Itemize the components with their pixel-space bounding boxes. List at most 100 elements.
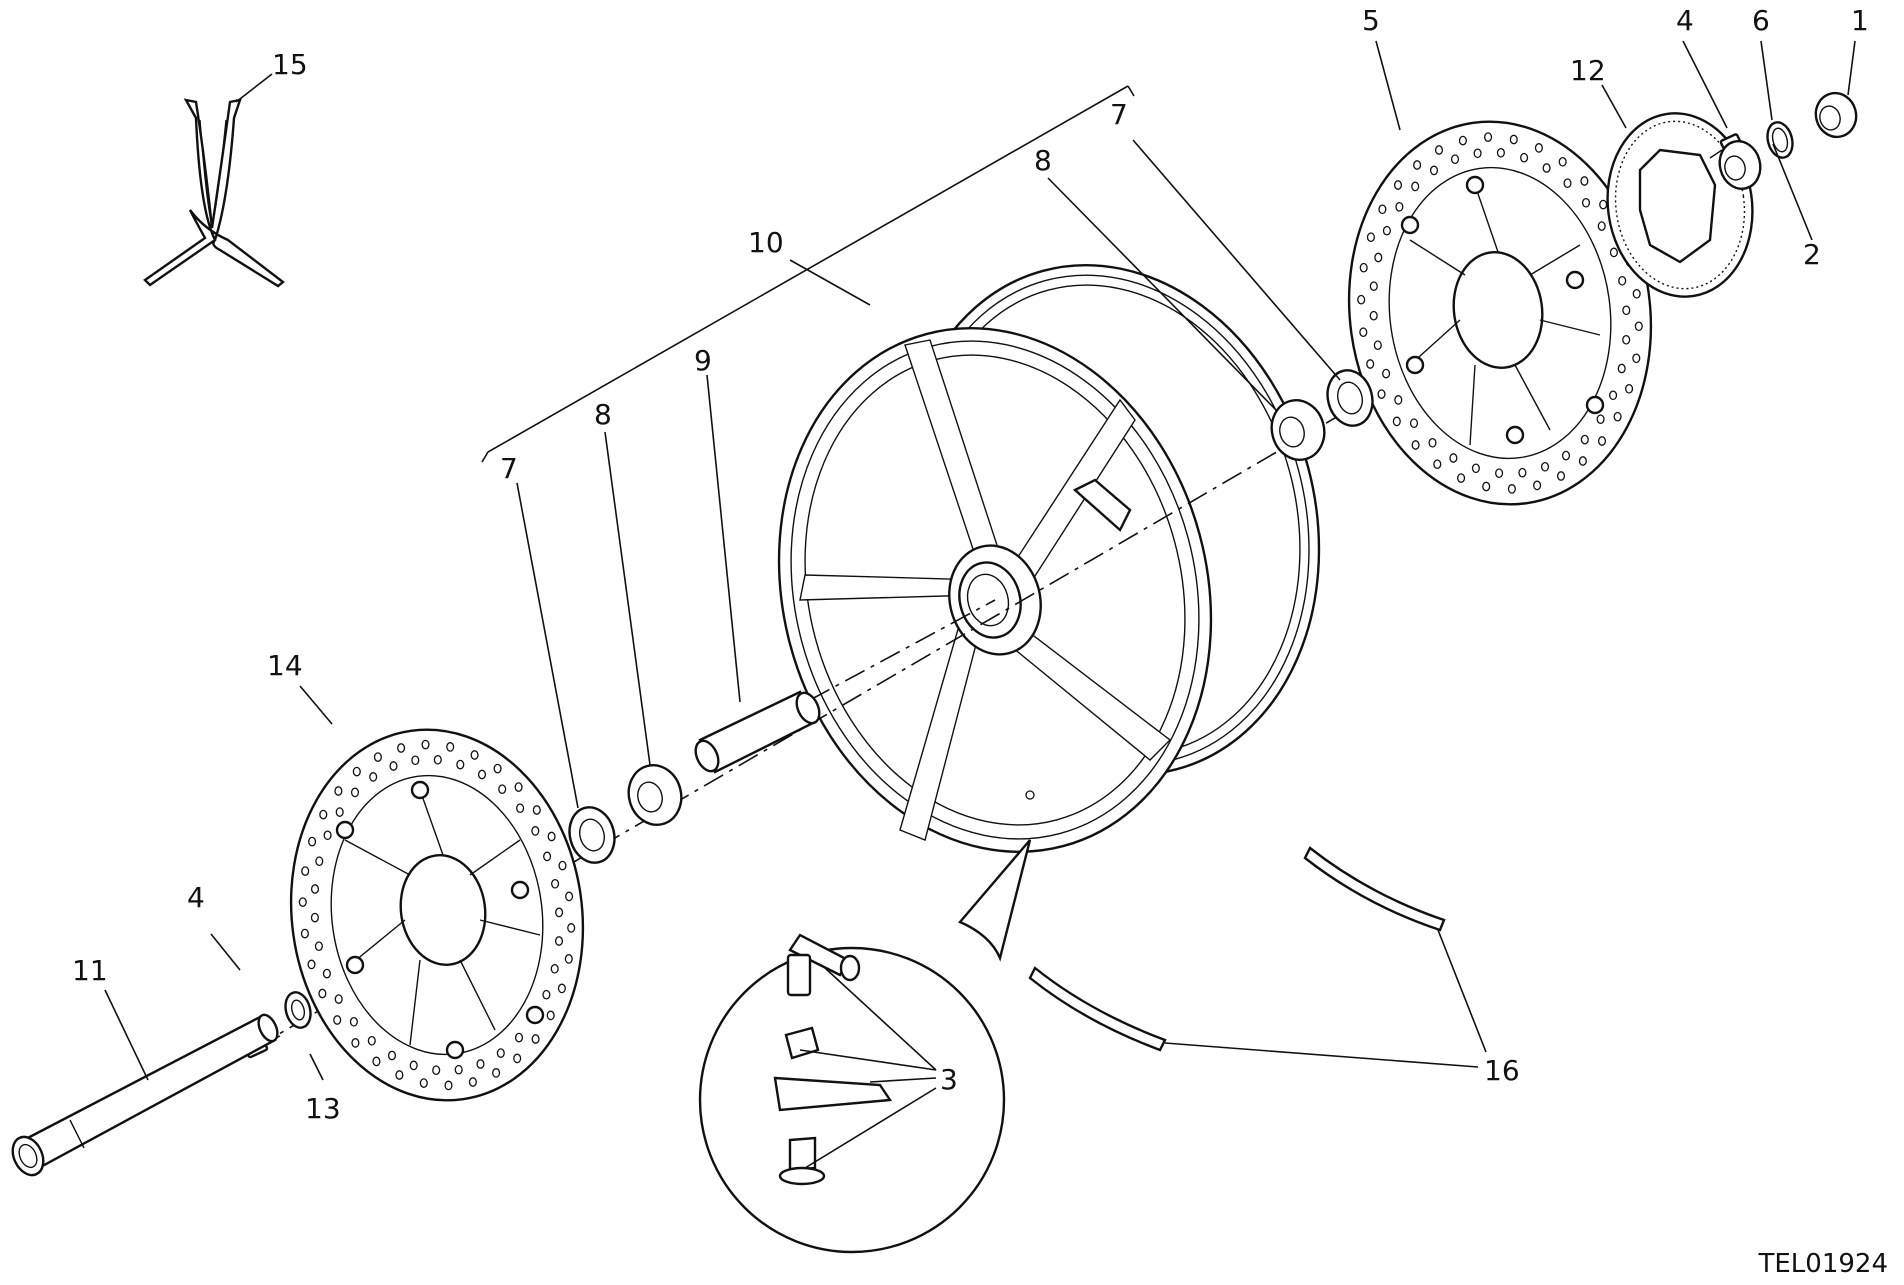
disc-vent-hole (513, 1053, 522, 1064)
disc-vent-hole (1395, 201, 1404, 212)
disc-vent-hole (1413, 160, 1422, 170)
brake-disc-part-14 (289, 728, 585, 1102)
disc-vent-hole (1392, 416, 1401, 427)
disc-vent-hole (1597, 436, 1607, 446)
disc-vent-hole (1518, 467, 1527, 478)
bearing-part-8-right (1270, 399, 1326, 461)
disc-vent-hole (1496, 147, 1505, 158)
callout-16: 16 (1484, 1054, 1520, 1087)
disc-vent-hole (1373, 340, 1382, 351)
disc-vent-hole (307, 959, 316, 970)
disc-vent-hole (421, 739, 430, 750)
nut-part-1 (1814, 91, 1858, 139)
disc-vent-hole (1509, 134, 1518, 145)
disc-vent-hole (1473, 148, 1482, 159)
disc-vent-hole (1580, 434, 1589, 445)
disc-vent-hole (1613, 411, 1622, 422)
disc-vent-hole (493, 763, 502, 774)
disc-vent-hole (547, 831, 556, 842)
valve-detail-part-3 (698, 839, 1032, 1254)
disc-vent-hole (433, 754, 442, 765)
disc-vent-hole (372, 1056, 381, 1067)
disc-vent-hole (1581, 197, 1591, 208)
callout-7-left: 7 (500, 452, 518, 485)
disc-vent-hole (456, 759, 465, 770)
disc-vent-hole (351, 1038, 360, 1048)
disc-vent-hole (1622, 334, 1631, 345)
disc-vent-hole (1622, 305, 1631, 316)
wheel-axle-part-11 (11, 1013, 279, 1177)
callout-10: 10 (748, 226, 784, 259)
disc-vent-hole (514, 1032, 524, 1043)
disc-vent-hole (1609, 247, 1618, 258)
disc-vent-hole (1378, 204, 1387, 215)
disc-vent-hole (1429, 165, 1439, 176)
disc-vent-hole (1534, 143, 1543, 153)
disc-vent-hole (335, 807, 344, 817)
disc-vent-hole (1359, 262, 1368, 273)
disc-vent-hole (1366, 359, 1375, 369)
disc-vent-hole (1366, 232, 1375, 243)
spacer-part-2 (1718, 140, 1762, 190)
seal-part-7-left (568, 806, 616, 864)
disc-vent-hole (1471, 463, 1480, 474)
disc-vent-hole (1357, 294, 1366, 305)
disc-vent-hole (1411, 181, 1420, 192)
disc-vent-hole (301, 866, 310, 876)
disc-vent-hole (314, 941, 323, 952)
disc-vent-hole (498, 784, 507, 795)
disc-vent-hole (546, 1010, 555, 1021)
disc-vent-hole (419, 1078, 428, 1088)
leader-lines (104, 40, 1856, 1169)
callout-labels: 1 2 3 4 4 5 6 7 7 8 8 9 10 11 12 13 14 1… (72, 4, 1869, 1125)
disc-vent-hole (531, 826, 540, 836)
disc-vent-hole (558, 860, 567, 871)
disc-vent-hole (1433, 459, 1442, 470)
callout-8-right: 8 (1034, 144, 1052, 177)
disc-vent-hole (444, 1080, 453, 1091)
disc-vent-hole (1434, 145, 1444, 155)
disc-vent-hole (1377, 389, 1386, 399)
rim-protector-part-15 (143, 98, 285, 288)
disc-vent-hole (310, 912, 319, 923)
disc-vent-hole (300, 928, 309, 939)
disc-vent-hole (350, 787, 360, 798)
disc-vent-hole (1458, 135, 1467, 146)
disc-vent-hole (554, 936, 564, 946)
disc-vent-hole (454, 1064, 463, 1075)
seal-part-7-right (1326, 369, 1374, 427)
callout-4-left: 4 (187, 881, 205, 914)
disc-vent-hole (1563, 178, 1572, 189)
callout-14: 14 (267, 649, 303, 682)
disc-vent-hole (369, 772, 378, 782)
disc-vent-hole (543, 851, 552, 862)
callout-12: 12 (1570, 54, 1606, 87)
disc-vent-hole (514, 782, 523, 792)
disc-vent-hole (516, 803, 525, 814)
disc-vent-hole (1556, 471, 1566, 481)
disc-vent-hole (476, 1059, 485, 1069)
disc-vent-hole (1625, 383, 1634, 394)
disc-vent-hole (492, 1068, 501, 1078)
brake-disc-part-5 (1347, 120, 1653, 506)
disc-vent-hole (411, 755, 420, 766)
seal-part-6 (1766, 121, 1794, 159)
disc-vent-hole (1484, 132, 1493, 142)
disc-vent-hole (565, 891, 574, 902)
disc-vent-hole (1578, 456, 1587, 466)
callout-8-left: 8 (594, 398, 612, 431)
disc-vent-hole (387, 1050, 397, 1061)
disc-vent-hole (373, 752, 382, 762)
disc-vent-hole (334, 994, 343, 1004)
disc-vent-hole (1632, 353, 1641, 364)
disc-vent-hole (1369, 310, 1378, 321)
disc-vent-hole (551, 878, 560, 889)
disc-vent-hole (567, 923, 576, 933)
disc-vent-hole (564, 954, 573, 964)
disc-vent-hole (1411, 440, 1420, 450)
disc-vent-hole (323, 830, 332, 841)
disc-vent-hole (367, 1035, 376, 1046)
disc-vent-hole (1382, 368, 1391, 379)
disc-vent-hole (1542, 163, 1551, 173)
disc-vent-hole (333, 1015, 342, 1025)
